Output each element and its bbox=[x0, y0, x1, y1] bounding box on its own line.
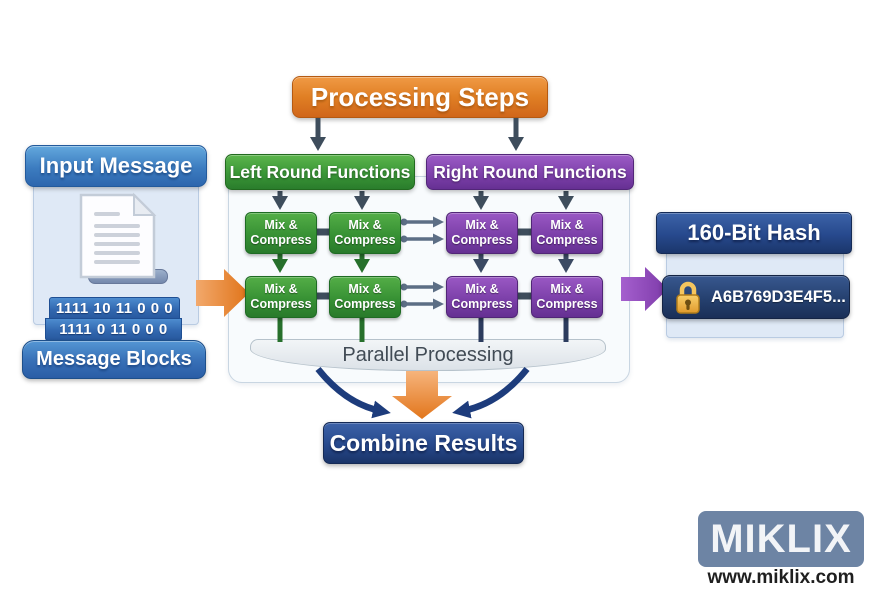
compress-label: Compress bbox=[451, 233, 513, 247]
compress-label: Compress bbox=[250, 297, 312, 311]
message-blocks-label: Message Blocks bbox=[36, 348, 192, 370]
miklix-logo: MIKLIX bbox=[698, 511, 864, 567]
right-round-functions-label: Right Round Functions bbox=[433, 161, 627, 182]
mix-compress-box: Mix & Compress bbox=[245, 212, 317, 254]
processing-steps-label: Processing Steps bbox=[310, 81, 530, 112]
hash-value-bar: A6B769D3E4F5... bbox=[662, 275, 850, 319]
binary-row-text: 1111 10 11 0 0 0 bbox=[55, 300, 174, 317]
compress-label: Compress bbox=[536, 297, 598, 311]
input-message-label: Input Message bbox=[39, 153, 193, 178]
left-round-functions-label: Left Round Functions bbox=[229, 161, 411, 182]
website-url-text: www.miklix.com bbox=[707, 567, 855, 588]
compress-label: Compress bbox=[451, 297, 513, 311]
mix-label: Mix & bbox=[264, 282, 298, 296]
hash-header-label: 160-Bit Hash bbox=[687, 220, 821, 245]
mix-compress-box: Mix & Compress bbox=[446, 212, 518, 254]
mix-compress-box: Mix & Compress bbox=[446, 276, 518, 318]
banner-down-arrow-icons bbox=[310, 118, 524, 151]
combine-results-label: Combine Results bbox=[329, 429, 518, 456]
mix-compress-box: Mix & Compress bbox=[531, 276, 603, 318]
website-url: www.miklix.com bbox=[694, 567, 868, 589]
miklix-logo-text: MIKLIX bbox=[710, 516, 852, 561]
mix-label: Mix & bbox=[348, 218, 382, 232]
binary-row-text: 1111 0 11 0 0 0 bbox=[59, 321, 168, 338]
hash-value: A6B769D3E4F5... bbox=[711, 287, 846, 306]
parallel-processing-bowl: Parallel Processing bbox=[250, 339, 606, 371]
mix-compress-box: Mix & Compress bbox=[329, 276, 401, 318]
compress-label: Compress bbox=[334, 297, 396, 311]
message-blocks-ribbon: Message Blocks bbox=[22, 340, 206, 379]
compress-label: Compress bbox=[250, 233, 312, 247]
left-round-functions-header: Left Round Functions bbox=[225, 154, 415, 190]
binary-row: 1111 10 11 0 0 0 bbox=[49, 297, 180, 320]
mix-label: Mix & bbox=[550, 218, 584, 232]
compress-label: Compress bbox=[536, 233, 598, 247]
mix-compress-box: Mix & Compress bbox=[329, 212, 401, 254]
combine-results-box: Combine Results bbox=[323, 422, 524, 464]
processing-steps-banner: Processing Steps bbox=[292, 76, 548, 118]
lock-icon bbox=[676, 281, 700, 314]
compress-label: Compress bbox=[334, 233, 396, 247]
parallel-processing-label: Parallel Processing bbox=[342, 343, 514, 366]
mix-label: Mix & bbox=[465, 218, 499, 232]
mix-label: Mix & bbox=[465, 282, 499, 296]
mix-label: Mix & bbox=[264, 218, 298, 232]
input-message-header: Input Message bbox=[25, 145, 207, 187]
mix-compress-box: Mix & Compress bbox=[531, 212, 603, 254]
binary-row: 1111 0 11 0 0 0 bbox=[45, 318, 182, 341]
hash-header: 160-Bit Hash bbox=[656, 212, 852, 254]
mix-label: Mix & bbox=[550, 282, 584, 296]
right-round-functions-header: Right Round Functions bbox=[426, 154, 634, 190]
mix-compress-box: Mix & Compress bbox=[245, 276, 317, 318]
document-icon bbox=[79, 192, 157, 279]
mix-label: Mix & bbox=[348, 282, 382, 296]
